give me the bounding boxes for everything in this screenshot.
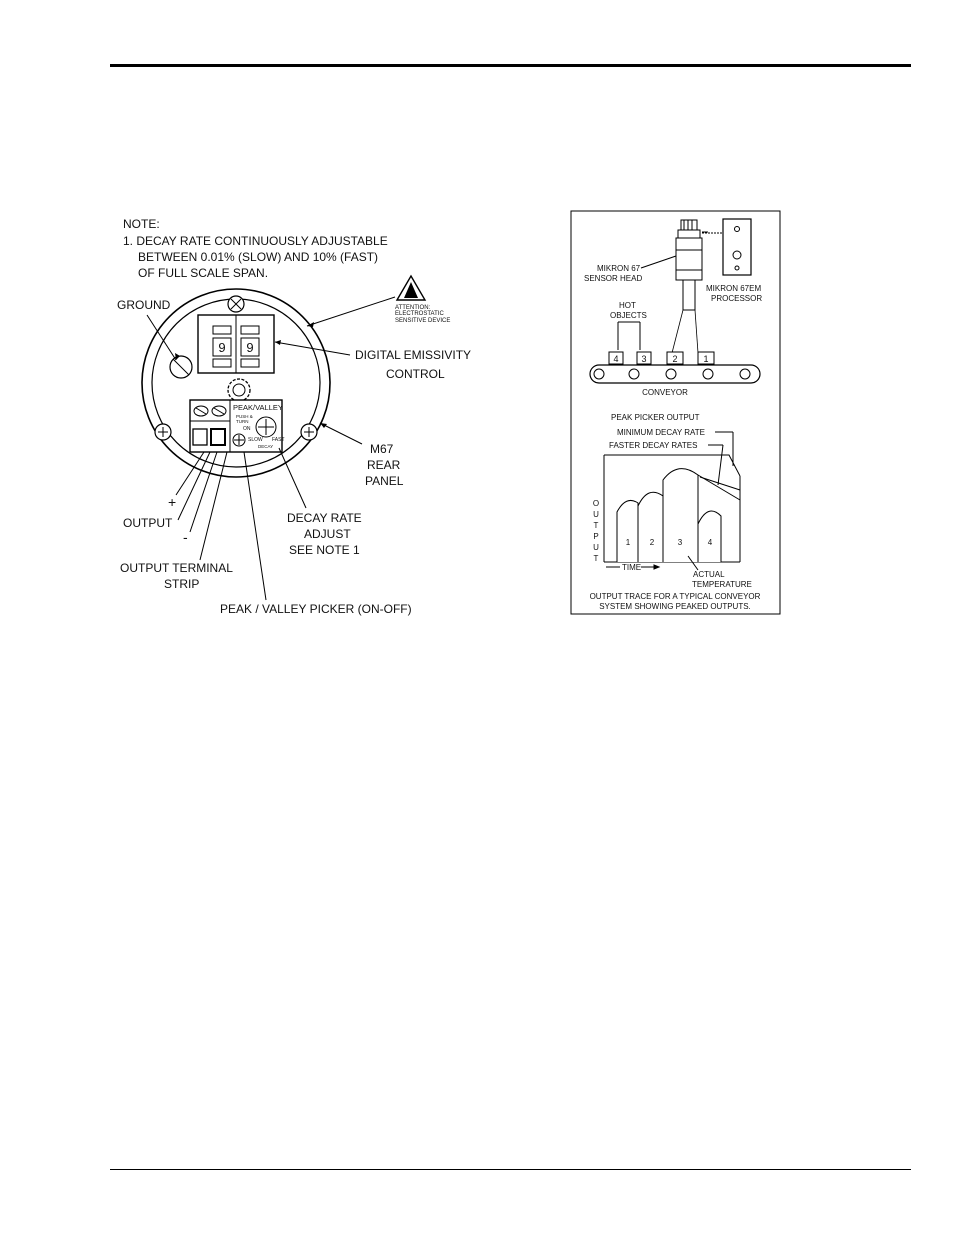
actual-label-1: ACTUAL xyxy=(693,570,725,579)
svg-text:T: T xyxy=(594,521,599,530)
caption-line-2: SYSTEM SHOWING PEAKED OUTPUTS. xyxy=(599,602,751,611)
svg-text:O: O xyxy=(593,499,599,508)
slow-label: SLOW xyxy=(248,437,263,443)
decay-rate-label: DECAY RATE xyxy=(287,511,362,525)
esd-text-1: ATTENTION: xyxy=(395,305,431,311)
output-trace xyxy=(603,454,741,563)
leader-lines xyxy=(146,296,396,601)
pulse-label-1: 1 xyxy=(626,538,631,547)
processor-details-icon xyxy=(702,226,742,271)
peak-valley-picker-label: PEAK / VALLEY PICKER (ON-OFF) xyxy=(220,602,412,616)
peak-valley-label: PEAK/VALLEY xyxy=(233,403,283,412)
viewing-cone xyxy=(671,309,699,354)
sensor-head-label-1: MIKRON 67 xyxy=(597,264,641,273)
on-label: ON xyxy=(243,426,251,432)
plus-label: + xyxy=(168,494,176,510)
header-rule xyxy=(110,64,911,67)
m67-label: M67 xyxy=(370,442,394,456)
output-terminal-label: OUTPUT TERMINAL xyxy=(120,561,233,575)
faster-decay-label: FASTER DECAY RATES xyxy=(609,441,697,450)
caption-line-1: OUTPUT TRACE FOR A TYPICAL CONVEYOR xyxy=(590,592,761,601)
esd-warning-icon xyxy=(395,274,427,301)
strip-label: STRIP xyxy=(164,577,199,591)
fast-label: FAST xyxy=(272,437,285,443)
time-arrow xyxy=(606,564,661,570)
ground-label: GROUND xyxy=(117,298,171,312)
note-heading: NOTE: xyxy=(123,217,160,231)
esd-text-3: SENSITIVE DEVICE xyxy=(395,318,450,324)
footer-rule xyxy=(110,1169,911,1170)
gear-icon xyxy=(227,378,251,402)
adjust-label: ADJUST xyxy=(304,527,351,541)
hot-objects-leaders xyxy=(617,321,641,350)
hot-objects-label-2: OBJECTS xyxy=(610,311,647,320)
processor-box xyxy=(722,218,752,276)
output-terminal-plus xyxy=(192,428,208,446)
pulse-label-2: 2 xyxy=(650,538,655,547)
screw-right xyxy=(300,423,318,441)
panel-outer-ring xyxy=(141,288,331,478)
output-vertical-label: O U T P U T xyxy=(593,499,599,563)
screw-top xyxy=(227,295,245,313)
decay-small-label: DECAY xyxy=(258,444,273,449)
ground-connector-icon xyxy=(169,355,193,379)
object-label-1: 1 xyxy=(703,354,708,364)
peak-valley-switch-icon xyxy=(232,433,246,447)
output-label: OUTPUT xyxy=(123,516,173,530)
screw-left xyxy=(154,423,172,441)
esd-text-2: ELECTROSTATIC xyxy=(395,311,444,317)
object-label-2: 2 xyxy=(672,354,677,364)
digital-emissivity-label: DIGITAL EMISSIVITY xyxy=(355,348,471,362)
control-label: CONTROL xyxy=(386,367,445,381)
pulse-label-4: 4 xyxy=(708,538,713,547)
output-terminal-minus xyxy=(210,428,226,446)
svg-text:U: U xyxy=(593,543,599,552)
emissivity-digit-1: 9 xyxy=(218,340,225,355)
emissivity-digit-2: 9 xyxy=(246,340,253,355)
push-turn-label-2: TURN xyxy=(236,419,249,424)
note-line-1: 1. DECAY RATE CONTINUOUSLY ADJUSTABLE xyxy=(123,234,388,248)
emissivity-switch-block xyxy=(197,314,275,374)
conveyor-output-diagram: MIKRON 67 SENSOR HEAD MIKRON 67EM PROCES… xyxy=(570,210,781,615)
hot-objects-label-1: HOT xyxy=(619,301,636,310)
sensor-head-leader xyxy=(640,255,677,269)
hot-object-boxes xyxy=(608,351,715,365)
processor-label-2: PROCESSOR xyxy=(711,294,762,303)
terminal-screw-2-icon xyxy=(211,405,227,417)
note-line-2: BETWEEN 0.01% (SLOW) AND 10% (FAST) xyxy=(138,250,378,264)
decay-rate-knob-icon xyxy=(255,416,277,438)
pulse-label-3: 3 xyxy=(678,538,683,547)
svg-text:P: P xyxy=(593,532,598,541)
see-note-label: SEE NOTE 1 xyxy=(289,543,360,557)
leader-arrowheads xyxy=(175,322,327,428)
svg-text:U: U xyxy=(593,510,599,519)
minimum-decay-label: MINIMUM DECAY RATE xyxy=(617,428,705,437)
conveyor-rollers xyxy=(593,368,751,380)
note-line-3: OF FULL SCALE SPAN. xyxy=(138,266,268,280)
terminal-screw-1-icon xyxy=(193,405,209,417)
actual-label-2: TEMPERATURE xyxy=(692,580,752,589)
panel-label: PANEL xyxy=(365,474,404,488)
sensor-head-label-2: SENSOR HEAD xyxy=(584,274,642,283)
sensor-head-icon xyxy=(675,219,708,311)
svg-text:T: T xyxy=(594,554,599,563)
decay-leaders xyxy=(708,431,734,486)
rear-label: REAR xyxy=(367,458,401,472)
object-label-4: 4 xyxy=(613,354,618,364)
rear-panel-diagram: NOTE: 1. DECAY RATE CONTINUOUSLY ADJUSTA… xyxy=(117,217,471,616)
object-label-3: 3 xyxy=(641,354,646,364)
actual-temperature-leader xyxy=(687,555,699,571)
conveyor-label: CONVEYOR xyxy=(642,388,688,397)
minus-label: - xyxy=(183,529,188,545)
peak-picker-output-label: PEAK PICKER OUTPUT xyxy=(611,413,700,422)
push-turn-label-1: PUSH & xyxy=(236,414,253,419)
time-label: TIME xyxy=(622,563,641,572)
processor-label-1: MIKRON 67EM xyxy=(706,284,761,293)
